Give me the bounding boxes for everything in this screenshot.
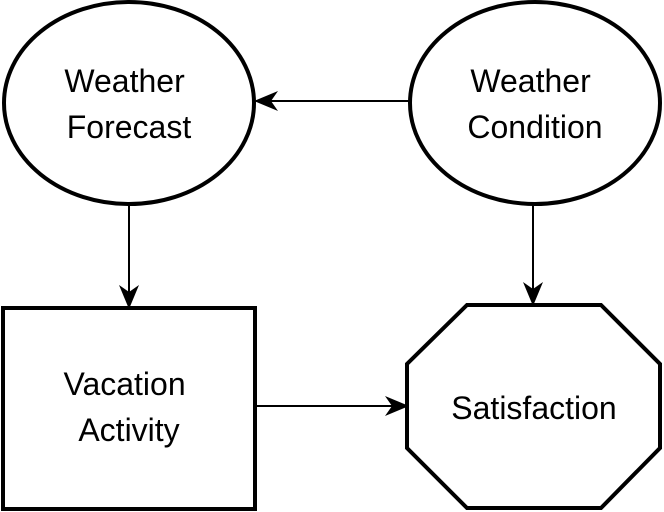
weather-forecast-ellipse bbox=[2, 0, 256, 206]
node-weather-forecast: Weather Forecast bbox=[2, 0, 256, 206]
node-vacation-activity: Vacation Activity bbox=[1, 306, 257, 511]
weather-forecast-label-line-1: Weather bbox=[64, 63, 185, 99]
svg-text:Vacation Activity: Vacation Activity bbox=[63, 366, 194, 448]
weather-forecast-label-line-2: Forecast bbox=[67, 109, 192, 145]
node-satisfaction: Satisfaction bbox=[405, 303, 662, 510]
svg-text:Weather Condition: Weather Condition bbox=[467, 63, 602, 145]
satisfaction-octagon bbox=[405, 303, 662, 510]
vacation-activity-label-line-1: Vacation bbox=[63, 366, 185, 402]
vacation-activity-rect bbox=[1, 306, 257, 511]
weather-condition-label-line-2: Condition bbox=[467, 109, 602, 145]
svg-text:Satisfaction: Satisfaction bbox=[451, 390, 616, 426]
weather-condition-ellipse bbox=[408, 0, 662, 206]
vacation-activity-label-line-2: Activity bbox=[78, 412, 179, 448]
node-weather-condition: Weather Condition bbox=[408, 0, 662, 206]
svg-text:Weather Forecast: Weather Forecast bbox=[64, 63, 193, 145]
weather-condition-label-line-1: Weather bbox=[470, 63, 591, 99]
satisfaction-label: Satisfaction bbox=[451, 390, 616, 426]
